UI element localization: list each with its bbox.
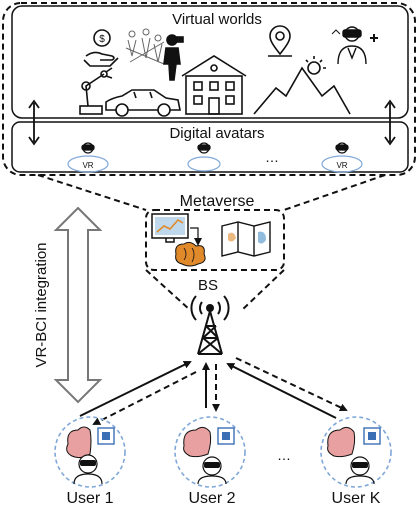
avatar-vr-icon xyxy=(187,142,221,172)
monitor-chart-icon xyxy=(151,213,189,243)
svg-text:VR: VR xyxy=(82,161,93,170)
car-icon xyxy=(105,89,181,117)
location-pin-icon xyxy=(268,25,292,57)
metaverse-box xyxy=(145,209,285,271)
mountain-sun-icon xyxy=(253,56,351,115)
user-label: User 1 xyxy=(66,490,113,507)
integration-arrow xyxy=(53,206,103,404)
virtual-worlds-label: Virtual worlds xyxy=(172,11,262,28)
metaverse-label: Metaverse xyxy=(180,193,255,210)
virtual-worlds-box xyxy=(11,5,409,119)
user-label: User 2 xyxy=(188,490,235,507)
link-arrows xyxy=(79,357,348,425)
brain-icon xyxy=(175,241,206,267)
bs-label: BS xyxy=(198,277,218,294)
robot-arm-icon xyxy=(79,67,113,115)
sync-arrow-right xyxy=(384,99,396,146)
svg-text:VR: VR xyxy=(336,161,347,170)
funnel-lines xyxy=(37,174,386,211)
person-vr-icon xyxy=(163,34,184,81)
user-brain-icon xyxy=(54,416,126,488)
cell-tower-icon xyxy=(190,295,230,355)
digital-avatars-box xyxy=(11,121,409,173)
world-map-icon xyxy=(221,221,271,257)
money-hand-icon: $ xyxy=(83,29,119,67)
avatar-vr-icon: VR xyxy=(321,142,363,173)
avatar-vr-icon: VR xyxy=(67,142,109,173)
doctor-vr-icon xyxy=(331,26,378,65)
user-brain-icon xyxy=(320,416,392,488)
crowd-icon xyxy=(125,28,165,65)
user-brain-icon xyxy=(174,416,246,488)
user-label: User K xyxy=(332,490,381,507)
metaverse-link xyxy=(190,227,202,246)
building-icon xyxy=(181,55,247,115)
digital-avatars-label: Digital avatars xyxy=(169,125,264,142)
virtual-world-frame xyxy=(2,2,416,176)
avatar-ellipsis: … xyxy=(265,149,279,165)
sync-arrow-left xyxy=(28,99,40,146)
user-ellipsis: … xyxy=(277,447,291,463)
integration-label: VR-BCI integration xyxy=(33,242,50,367)
svg-text:$: $ xyxy=(99,34,105,45)
